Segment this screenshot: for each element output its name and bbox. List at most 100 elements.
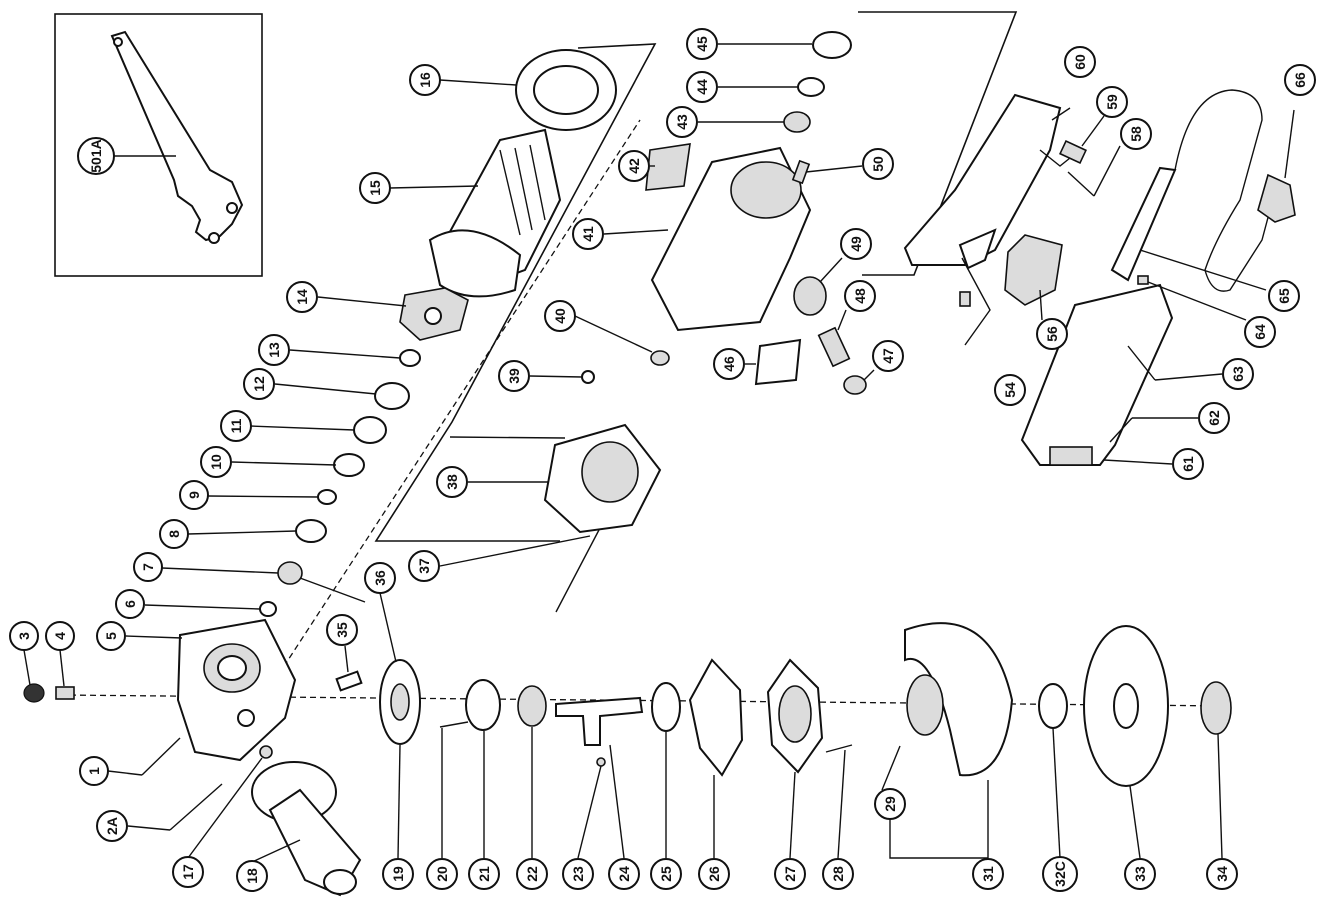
part-21 [465,679,501,731]
svg-text:6: 6 [122,600,138,608]
part-38 [449,423,662,534]
svg-text:12: 12 [251,376,267,392]
callout-58: 58 [1120,118,1152,150]
callout-11: 11 [220,410,252,442]
callout-60: 60 [1064,46,1096,78]
svg-text:3: 3 [16,632,32,640]
callout-38: 38 [436,466,468,498]
callout-21: 21 [468,858,500,890]
part-5 [176,618,297,762]
svg-text:28: 28 [830,866,846,882]
svg-text:34: 34 [1214,866,1230,882]
svg-text:31: 31 [980,866,996,882]
callout-45: 45 [686,28,718,60]
svg-text:22: 22 [524,866,540,882]
part-25 [651,682,681,732]
part-18 [251,761,362,897]
callout-1: 1 [79,756,109,786]
part-61 [1020,283,1174,466]
svg-text:16: 16 [417,72,433,88]
svg-text:33: 33 [1132,866,1148,882]
svg-text:14: 14 [294,289,310,305]
wrench-inset [54,13,263,277]
callout-46: 46 [713,348,745,380]
callout-4: 4 [45,621,75,651]
svg-text:36: 36 [372,570,388,586]
part-12 [374,382,410,410]
callout-5: 5 [96,621,126,651]
svg-text:48: 48 [852,288,868,304]
part-39 [581,370,595,384]
part-9 [317,489,337,505]
part-13 [399,349,421,367]
part-41 [650,146,812,332]
callout-9: 9 [179,480,209,510]
svg-text:60: 60 [1072,54,1088,70]
part-6 [259,601,277,617]
part-1 [141,737,181,776]
callout-43: 43 [666,106,698,138]
svg-text:29: 29 [882,796,898,812]
svg-text:15: 15 [367,180,383,196]
callout-42: 42 [618,150,650,182]
callout-8: 8 [159,519,189,549]
callout-44: 44 [686,71,718,103]
callout-66: 66 [1284,64,1316,96]
part-7 [277,561,303,585]
callout-35: 35 [326,614,358,646]
svg-text:54: 54 [1002,382,1018,398]
part-10 [333,453,365,477]
callout-33: 33 [1124,858,1156,890]
svg-text:8: 8 [166,530,182,538]
callout-31: 31 [972,858,1004,890]
svg-text:35: 35 [334,622,350,638]
part-46 [754,338,802,386]
svg-text:9: 9 [186,491,202,499]
part-2a [169,783,223,831]
svg-text:13: 13 [266,342,282,358]
part-26 [688,658,744,777]
callout-50: 50 [862,148,894,180]
part-47 [843,375,867,395]
callout-25: 25 [650,858,682,890]
svg-text:42: 42 [626,158,642,174]
part-45 [812,31,852,59]
svg-text:4: 4 [52,632,68,640]
callout-19: 19 [382,858,414,890]
svg-text:66: 66 [1292,72,1308,88]
part-59 [1059,139,1087,165]
callout-14: 14 [286,281,318,313]
part-4 [55,686,75,700]
housing-group-frame [858,11,1018,276]
svg-text:39: 39 [506,368,522,384]
callout-63: 63 [1222,358,1254,390]
callout-17: 17 [172,856,204,888]
callout-18: 18 [236,860,268,892]
svg-text:40: 40 [552,308,568,324]
part-3 [23,683,45,703]
svg-text:49: 49 [848,236,864,252]
part-29 [881,745,901,791]
part-58 [1067,171,1095,197]
svg-text:5: 5 [103,632,119,640]
callout-26: 26 [698,858,730,890]
part-56 [1004,234,1063,306]
svg-text:38: 38 [444,474,460,490]
svg-text:18: 18 [244,868,260,884]
part-23 [596,757,606,767]
part-62 [1109,417,1133,443]
callout-15: 15 [359,172,391,204]
callout-32c: 32C [1042,856,1078,892]
callout-24: 24 [608,858,640,890]
svg-text:26: 26 [706,866,722,882]
callout-13: 13 [258,334,290,366]
svg-text:41: 41 [580,226,596,242]
part-37 [555,527,601,613]
callout-28: 28 [822,858,854,890]
callout-62: 62 [1198,402,1230,434]
callout-47: 47 [872,340,904,372]
svg-text:62: 62 [1206,410,1222,426]
callout-29: 29 [874,788,906,820]
part-44 [797,77,825,97]
